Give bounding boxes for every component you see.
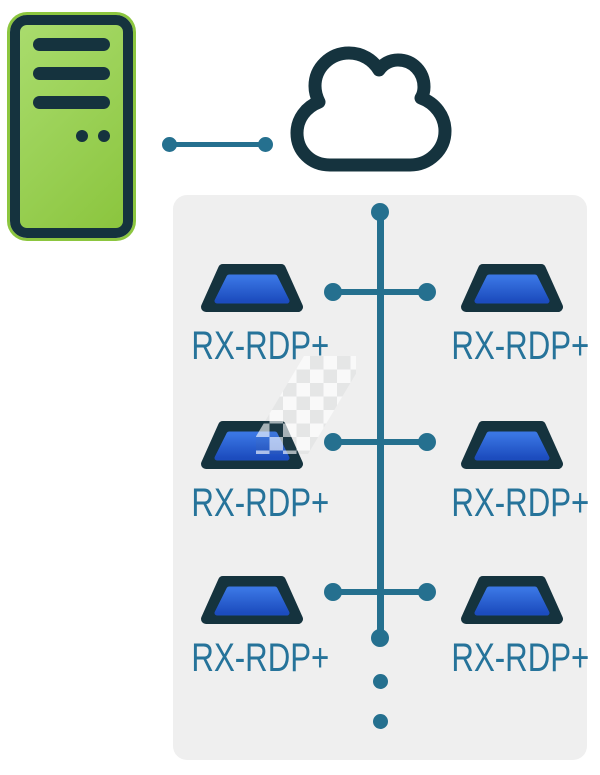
cloud-icon — [290, 46, 452, 172]
device-rx-rdp: RX-RDP+ — [432, 575, 592, 678]
branch-endpoint-dot — [418, 433, 436, 451]
device-label: RX-RDP+ — [191, 481, 330, 525]
device-label: RX-RDP+ — [451, 324, 590, 368]
server-vent-bar — [33, 67, 110, 80]
branch-endpoint-dot — [324, 583, 342, 601]
server-tower-icon — [10, 15, 133, 238]
device-rx-rdp: RX-RDP+ — [432, 420, 592, 523]
device-rx-rdp: RX-RDP+ — [432, 263, 592, 366]
device-branch-line — [333, 439, 427, 445]
backbone-endpoint-dot — [371, 203, 389, 221]
branch-endpoint-dot — [418, 283, 436, 301]
branch-endpoint-dot — [418, 583, 436, 601]
display-trapezoid-icon — [461, 421, 563, 469]
display-trapezoid-icon — [461, 264, 563, 312]
more-devices-dot — [373, 714, 388, 729]
device-rx-rdp: RX-RDP+ — [172, 263, 332, 366]
more-devices-dot — [373, 674, 388, 689]
server-cloud-link-line — [169, 142, 265, 147]
server-led-dot — [98, 130, 110, 142]
backbone-endpoint-dot — [371, 629, 389, 647]
device-label: RX-RDP+ — [451, 481, 590, 525]
display-trapezoid-icon — [201, 264, 303, 312]
branch-endpoint-dot — [324, 283, 342, 301]
server-led-dot — [76, 130, 88, 142]
device-rx-rdp: RX-RDP+ — [172, 420, 332, 523]
server-vent-bar — [33, 38, 110, 51]
device-label: RX-RDP+ — [191, 636, 330, 680]
display-trapezoid-icon — [461, 576, 563, 624]
backbone-line — [377, 212, 384, 638]
branch-endpoint-dot — [324, 433, 342, 451]
device-branch-line — [333, 589, 427, 595]
device-branch-line — [333, 289, 427, 295]
device-label: RX-RDP+ — [451, 636, 590, 680]
device-rx-rdp: RX-RDP+ — [172, 575, 332, 678]
link-endpoint-dot — [258, 137, 273, 152]
server-vent-bar — [33, 96, 110, 109]
link-endpoint-dot — [162, 137, 177, 152]
display-trapezoid-icon — [201, 576, 303, 624]
